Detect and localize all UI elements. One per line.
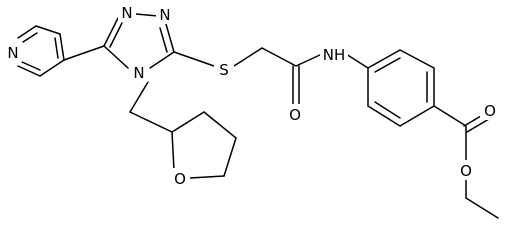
bond-triazole-c5-n1-inner [109,22,123,48]
bond-triazole-n2-c3 [165,23,175,53]
bond-benzene-ester-carbon [433,105,467,127]
atom-label-n-triazole-4: N [133,64,144,82]
atom-label-n-pyridine: N [7,44,18,62]
bond-pyridine-3-inner [54,37,59,59]
atom-triazole-n4: N [130,62,148,82]
bond-benzene-4 [399,105,435,127]
bond-benzene-1 [367,49,401,69]
atom-amide-oxygen: O [285,104,305,124]
atom-label-n-triazole-1: N [121,4,132,22]
bond-benzene-2 [399,49,435,69]
atom-pyridine-nitrogen: N [4,44,22,62]
atom-carbonyl-oxygen: O [480,100,500,120]
bond-ester-co-2 [466,118,490,133]
bond-c3-sulfur [173,51,215,67]
bond-nh-benzene [345,53,369,69]
atom-label-n-triazole-2: N [159,6,170,24]
bond-carbonyl-nh [295,53,323,67]
bond-n4-ch2 [129,81,149,113]
atom-thf-oxygen: O [170,168,190,188]
bond-pyridine-triazole [63,45,105,61]
atom-labels: N N N N S O NH O [4,4,500,188]
bond-triazole-n1-n2 [135,13,159,17]
bond-triazole-c3-n4 [149,51,175,69]
bond-triazole-n2-c3-inner [159,27,168,53]
bond-benzene-1-inner [374,57,401,73]
bond-thf-2 [203,111,237,139]
bond-pyridine-3 [59,33,65,61]
bond-pyridine-1 [17,25,37,39]
bond-thf-4 [189,175,225,179]
atom-ester-oxygen: O [456,160,476,180]
bond-pyridine-2 [35,25,61,35]
bond-triazole-n4-c5 [103,45,129,69]
bond-triazole-c5-n1 [103,17,119,47]
atom-label-o-amide: O [289,106,301,124]
bond-benzene-5-inner [374,101,401,119]
bond-pyridine-5-inner [21,61,41,71]
atom-triazole-n1: N [118,4,136,22]
atom-label-o-carbonyl: O [484,102,496,120]
bond-thf-3 [223,137,237,177]
bond-pyridine-5 [17,65,41,77]
bond-thf-1 [171,111,205,133]
bond-pyridine-4 [39,59,65,77]
bond-ethyl [465,197,499,219]
bond-ch2-carbonyl [261,47,297,67]
atom-label-o-ester: O [460,162,472,180]
atom-sulfur: S [214,60,234,80]
bond-benzene-5 [367,105,401,127]
bond-pyridine-1-inner [22,32,38,43]
bond-ch2-thf [129,111,173,133]
atom-triazole-n2: N [156,6,174,24]
atom-label-s: S [219,61,229,79]
atom-amide-nh: NH [320,44,348,64]
atom-label-nh: NH [323,46,346,64]
bond-thf-5 [171,131,175,171]
atom-label-o-thf: O [174,170,186,188]
bonds [13,13,499,219]
bond-sulfur-ch2 [233,47,263,67]
